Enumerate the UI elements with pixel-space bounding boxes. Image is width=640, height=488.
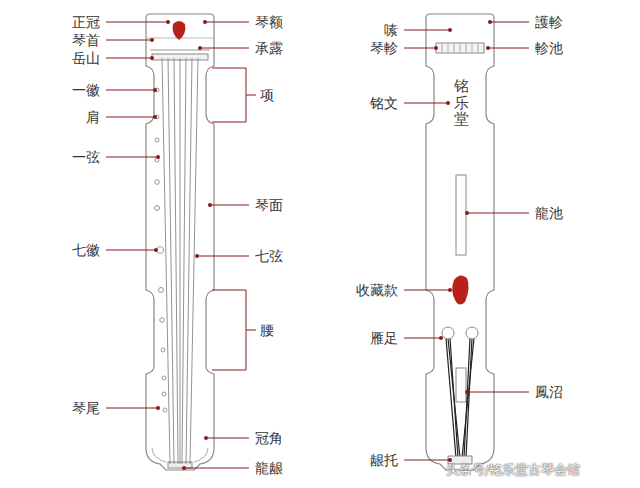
dot [153, 88, 157, 92]
part-label: 鳳沼 [535, 384, 563, 400]
hui [160, 318, 165, 323]
hui [155, 138, 159, 142]
dot [156, 406, 160, 410]
dot [166, 20, 170, 24]
hui [155, 180, 160, 185]
hui [155, 206, 160, 211]
part-label: 琴尾 [72, 400, 100, 416]
part-label: 正冠 [72, 14, 100, 30]
dot [153, 115, 157, 119]
dot [154, 248, 158, 252]
part-label: 项 [260, 87, 274, 103]
dot [486, 46, 490, 50]
seal [173, 21, 186, 40]
part-label: 軫池 [535, 40, 563, 56]
dot [439, 336, 443, 340]
part-label: 琴軫 [370, 40, 398, 56]
part-label: 铭文 [370, 95, 398, 111]
leader [184, 22, 249, 468]
hui [162, 376, 166, 380]
dot [448, 28, 452, 32]
dot [446, 101, 450, 105]
string [180, 58, 181, 464]
dot [208, 203, 212, 207]
string [466, 338, 472, 458]
part-label: 肩 [86, 109, 100, 125]
dot [156, 155, 160, 159]
part-label: 一弦 [72, 149, 100, 165]
dot [198, 46, 202, 50]
dot [448, 288, 452, 292]
dot [465, 211, 469, 215]
zhen-pegs [442, 43, 478, 53]
part-label: 龈托 [370, 452, 398, 468]
string [174, 58, 178, 464]
yanzu [442, 327, 454, 339]
part-label: 收藏款 [356, 282, 398, 298]
part-label: 雁足 [370, 330, 398, 346]
qin-body [426, 14, 494, 470]
qin-front [146, 14, 214, 470]
part-label: 龍池 [535, 205, 563, 221]
dot [204, 436, 208, 440]
dot [465, 390, 469, 394]
inscription: 铭乐堂 [454, 78, 469, 128]
part-label: 腰 [260, 322, 274, 338]
bracket [212, 68, 256, 370]
watermark: 头条号/铭乐堂古琴会馆 [446, 462, 580, 478]
dot [195, 254, 199, 258]
string [168, 58, 174, 464]
leader [404, 30, 450, 460]
leader-dots [150, 20, 492, 470]
part-label: 承露 [255, 40, 283, 56]
leader [467, 22, 529, 392]
dot [182, 466, 186, 470]
part-label: 岳山 [72, 50, 100, 66]
dot [150, 38, 154, 42]
part-label: 一徽 [72, 82, 100, 98]
hui [161, 348, 165, 352]
part-label: 七徽 [72, 242, 100, 258]
string [182, 58, 186, 464]
part-label: 龍龈 [255, 460, 283, 476]
part-label: 嗉 [384, 22, 398, 38]
hui [162, 392, 166, 396]
zhenchi [436, 43, 484, 53]
dot [150, 56, 154, 60]
dot [203, 20, 207, 24]
leader-lines [106, 22, 529, 468]
part-label: 琴额 [255, 14, 283, 30]
hui-markers [155, 88, 168, 412]
yanzu [466, 327, 478, 339]
dot [488, 20, 492, 24]
fengzhao [456, 368, 466, 402]
dot [448, 458, 452, 462]
dot [434, 46, 438, 50]
part-label: 琴面 [255, 197, 283, 213]
leader [106, 22, 168, 408]
hui [163, 408, 167, 412]
qin-body [146, 14, 214, 470]
seal [452, 275, 468, 304]
part-label: 護軫 [535, 14, 563, 30]
string-ends [446, 338, 474, 458]
string [190, 58, 198, 464]
part-label: 七弦 [255, 248, 283, 264]
string [462, 338, 474, 458]
qin-back [426, 14, 494, 470]
longchi [456, 175, 466, 255]
part-label: 冠角 [255, 430, 283, 446]
strings [162, 58, 198, 464]
hui [159, 288, 164, 293]
string [448, 338, 460, 458]
part-label: 琴首 [72, 32, 100, 48]
